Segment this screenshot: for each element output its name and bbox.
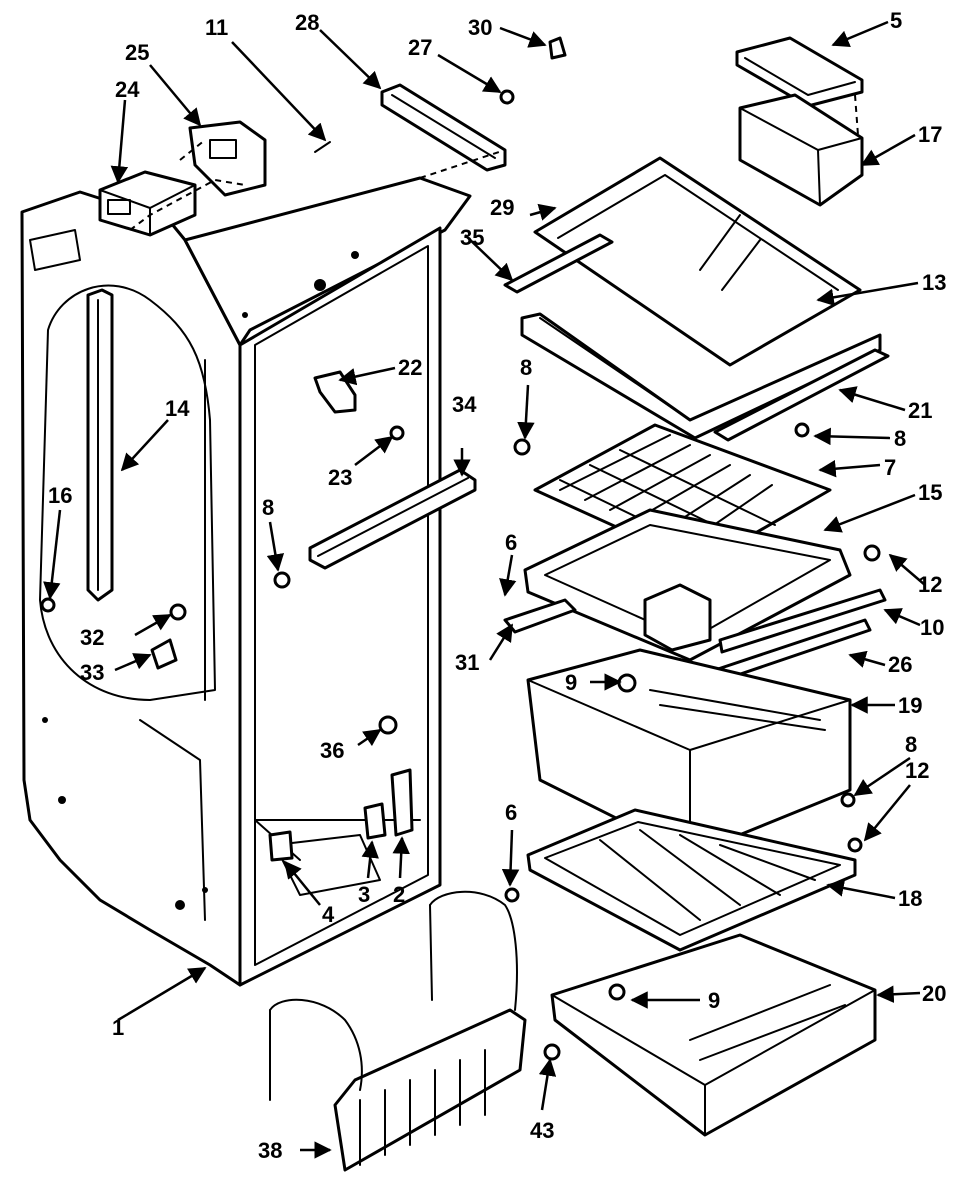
callout-2: 2 — [393, 882, 405, 907]
screw-23 — [389, 425, 405, 441]
callout-15: 15 — [918, 480, 942, 505]
callout-6a: 6 — [505, 530, 517, 555]
callout-6b: 6 — [505, 800, 517, 825]
callout-29: 29 — [490, 195, 514, 220]
slide-31 — [503, 598, 577, 634]
callout-43: 43 — [530, 1118, 554, 1143]
callout-34: 34 — [452, 392, 477, 417]
callout-10: 10 — [920, 615, 944, 640]
light-housing — [188, 120, 267, 197]
callout-4: 4 — [322, 902, 335, 927]
callout-21: 21 — [908, 398, 932, 423]
callout-9a: 9 — [565, 670, 577, 695]
cabinet-liner — [20, 176, 472, 987]
callout-8d: 8 — [905, 732, 917, 757]
callout-7: 7 — [884, 455, 896, 480]
callout-3: 3 — [358, 882, 370, 907]
callout-31: 31 — [455, 650, 479, 675]
callout-36: 36 — [320, 738, 344, 763]
callout-5: 5 — [890, 8, 902, 33]
bracket-4 — [268, 830, 294, 862]
callout-28: 28 — [295, 10, 319, 35]
glass-shelf-upper — [533, 156, 862, 367]
callout-23: 23 — [328, 465, 352, 490]
callout-14: 14 — [165, 396, 190, 421]
clip — [548, 36, 567, 60]
callout-17: 17 — [918, 122, 942, 147]
callout-25: 25 — [125, 40, 149, 65]
rail-10 — [718, 588, 887, 654]
callout-26: 26 — [888, 652, 912, 677]
callout-35: 35 — [460, 225, 484, 250]
grommet-36 — [378, 715, 398, 735]
callout-20: 20 — [922, 981, 946, 1006]
dairy-lid — [735, 36, 864, 108]
callout-16: 16 — [48, 483, 72, 508]
hinge-2 — [390, 768, 414, 837]
trim-21 — [713, 348, 890, 442]
control-housing — [98, 170, 197, 237]
top-rail — [380, 83, 507, 172]
leader-lines — [43, 20, 926, 1159]
callout-1: 1 — [112, 1015, 124, 1040]
toe-grille — [269, 890, 561, 1172]
callout-19: 19 — [898, 693, 922, 718]
callout-12a: 12 — [918, 572, 942, 597]
callout-30: 30 — [468, 15, 492, 40]
callout-8b: 8 — [894, 426, 906, 451]
callout-32: 32 — [80, 625, 104, 650]
callout-38: 38 — [258, 1138, 282, 1163]
callout-33: 33 — [80, 660, 104, 685]
callout-8a: 8 — [520, 355, 532, 380]
callout-8c: 8 — [262, 495, 274, 520]
shelf-rail-left — [86, 288, 114, 602]
trim-35 — [503, 233, 614, 294]
shelf-frame-13 — [520, 312, 882, 440]
callout-18: 18 — [898, 886, 922, 911]
callout-12b: 12 — [905, 758, 929, 783]
callout-22: 22 — [398, 355, 422, 380]
callout-9b: 9 — [708, 988, 720, 1013]
callout-11: 11 — [205, 15, 228, 40]
bracket-3 — [363, 802, 387, 840]
dairy-bin — [738, 93, 864, 207]
callout-27: 27 — [408, 35, 432, 60]
meat-pan — [550, 933, 877, 1137]
crisper-shelf — [526, 808, 857, 952]
callout-24: 24 — [115, 77, 140, 102]
callout-13: 13 — [922, 270, 946, 295]
callout-labels: 1 2 3 4 5 6 6 7 8 8 8 8 9 9 10 11 12 12 … — [48, 8, 946, 1163]
screw-11 — [314, 141, 331, 153]
